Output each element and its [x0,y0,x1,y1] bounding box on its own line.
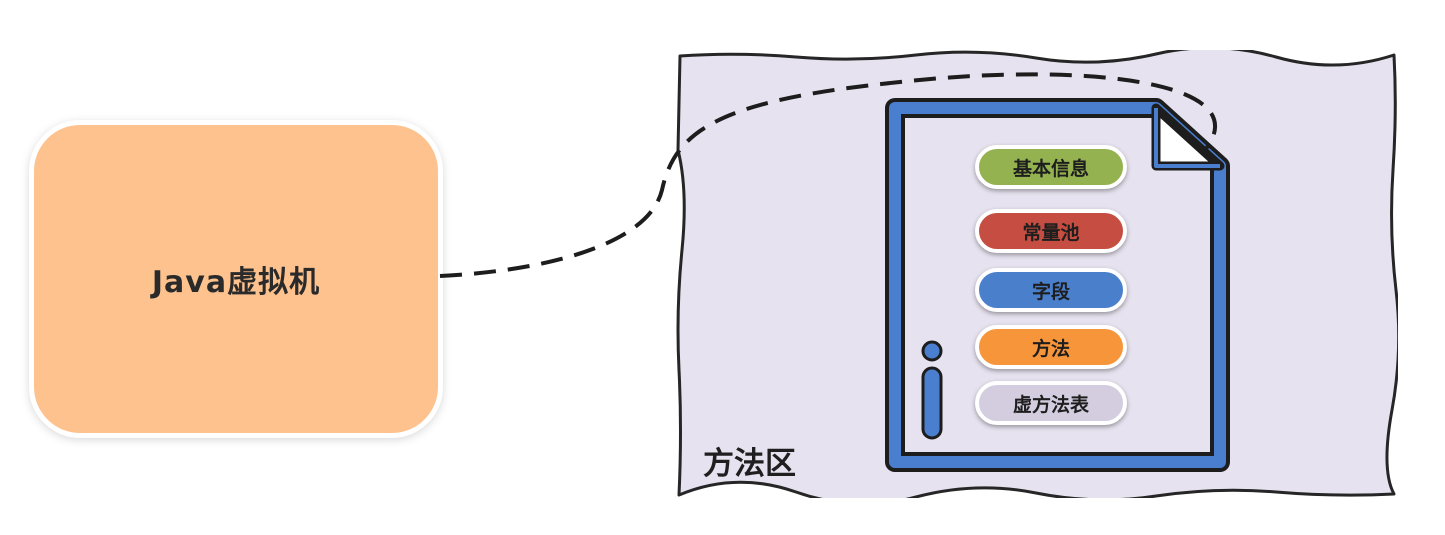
method-area-label: 方法区 [703,446,796,482]
jvm-label: Java虚拟机 [151,265,321,300]
section-label: 虚方法表 [1012,393,1089,416]
section-basic-info: 基本信息 [975,145,1127,189]
jvm-box: Java虚拟机 [34,125,438,433]
info-icon [921,340,943,440]
section-label: 基本信息 [1012,157,1089,180]
dashed-connector [439,72,1217,278]
section-label: 方法 [1031,337,1070,360]
section-fields: 字段 [975,268,1127,312]
section-label: 常量池 [1022,221,1080,244]
section-constant-pool: 常量池 [975,209,1127,253]
section-label: 字段 [1031,280,1070,303]
section-virtual-method-table: 虚方法表 [975,381,1127,425]
section-methods: 方法 [975,325,1127,369]
